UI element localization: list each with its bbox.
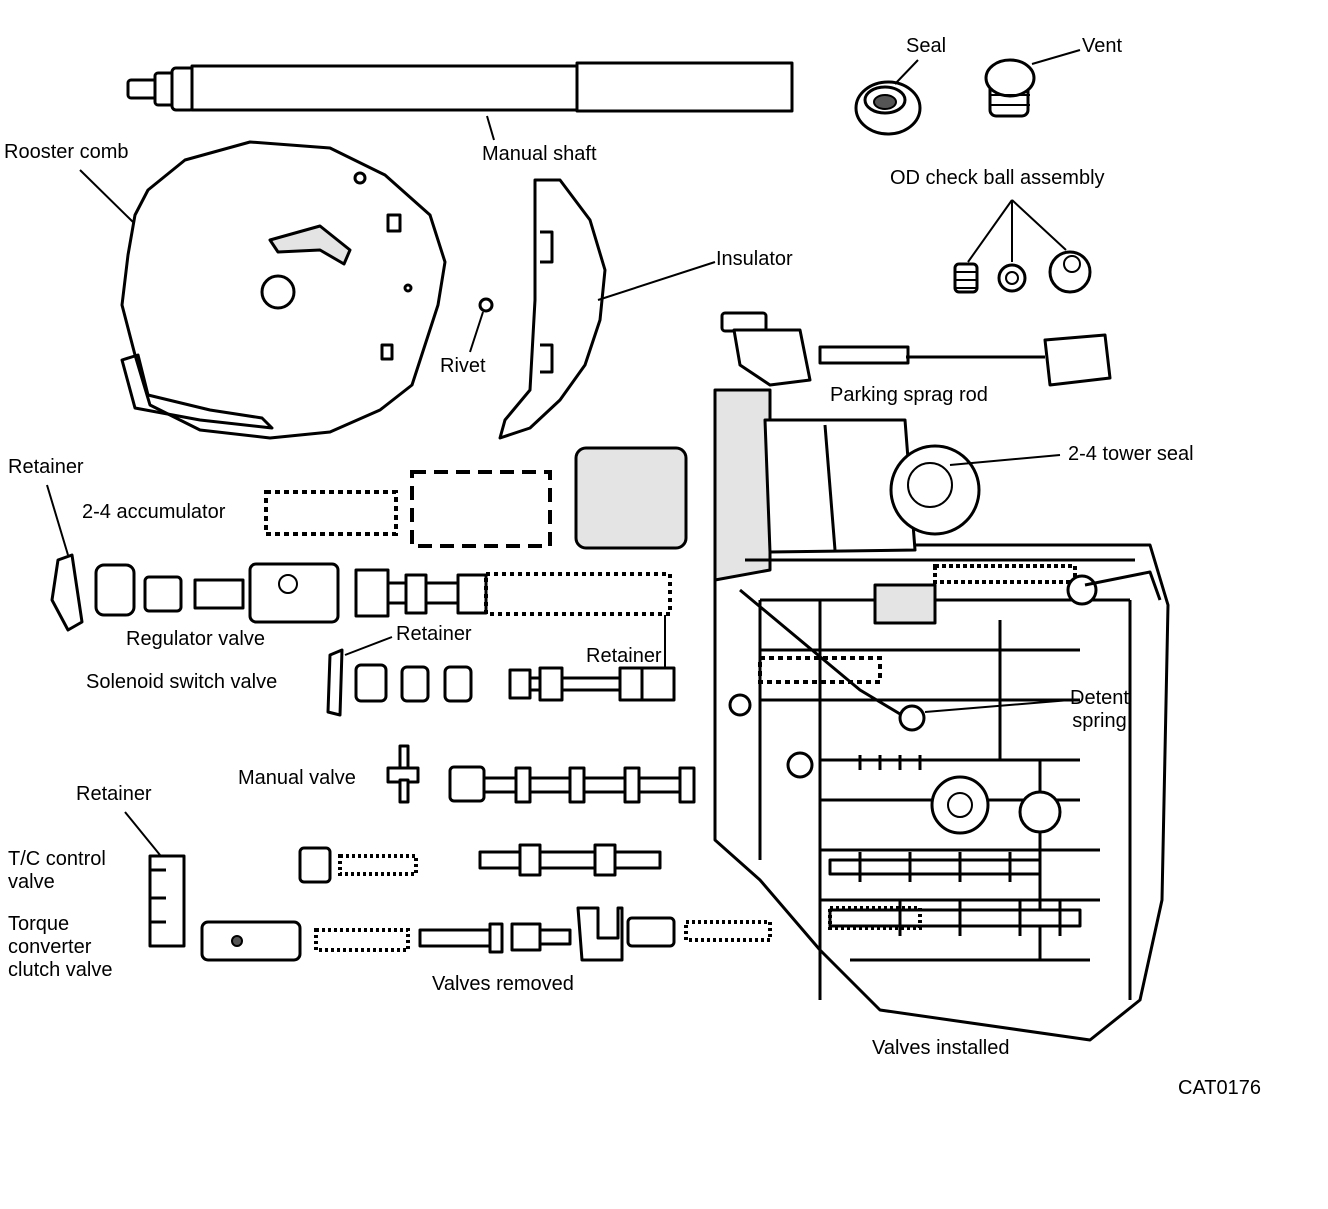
od-check-ball-leaders [967, 199, 1067, 263]
regulator-valve-part [50, 553, 672, 632]
parking-sprag-rod-part [720, 311, 1112, 387]
manual-valve-part [386, 744, 696, 804]
regulator-valve-label: Regulator valve [126, 628, 265, 650]
insulator-label: Insulator [716, 248, 793, 270]
detent-spring-leader [924, 699, 1071, 713]
tc-control-valve-label: T/C control valve [8, 848, 106, 893]
two-four-accumulator-label: 2-4 accumulator [82, 501, 226, 523]
rooster-comb-part [120, 140, 447, 440]
vent-leader [1031, 49, 1081, 65]
vent-label: Vent [1082, 35, 1123, 57]
od-check-ball-assembly-part [953, 250, 1092, 294]
tower-seal-leader [949, 454, 1061, 466]
solenoid-switch-valve-part [326, 648, 676, 717]
solenoid-switch-valve-label: Solenoid switch valve [86, 671, 278, 693]
retainer-mid-label: Retainer [396, 623, 472, 645]
rivet-part [478, 297, 494, 313]
manual-shaft-label: Manual shaft [482, 143, 597, 165]
two-four-accumulator-part [264, 446, 688, 550]
torque-converter-clutch-valve-part [200, 906, 772, 962]
figure-id-label: CAT0176 [1178, 1077, 1262, 1099]
tc-control-valve-part [148, 843, 662, 948]
valve-body-installed-part [713, 388, 1170, 1042]
retainer-top-label: Retainer [8, 456, 84, 478]
seal-leader [894, 59, 919, 85]
valves-removed-label: Valves removed [432, 973, 574, 995]
retainer-mid-leader [344, 636, 393, 656]
insulator-leader [597, 261, 716, 301]
od-check-ball-assembly-label: OD check ball assembly [890, 167, 1105, 189]
two-four-tower-seal-label: 2-4 tower seal [1068, 443, 1194, 465]
rooster-comb-leader [79, 169, 134, 223]
detent-spring-label: Detent spring [1070, 687, 1129, 732]
torque-converter-clutch-valve-label: Torque converter clutch valve [8, 913, 113, 981]
retainer-top-leader [46, 484, 69, 556]
valves-installed-label: Valves installed [872, 1037, 1010, 1059]
rivet-label: Rivet [440, 355, 486, 377]
rooster-comb-label: Rooster comb [4, 141, 129, 163]
manual-shaft-part [126, 61, 794, 113]
parking-sprag-rod-label: Parking sprag rod [830, 384, 988, 406]
manual-valve-label: Manual valve [238, 767, 356, 789]
insulator-part [498, 178, 607, 440]
manual-shaft-leader [486, 115, 495, 141]
retainer-bottom-leader [124, 811, 161, 856]
seal-label: Seal [906, 35, 947, 57]
seal-part [854, 80, 922, 136]
retainer-right-label: Retainer [586, 645, 662, 667]
rivet-leader [469, 311, 484, 353]
vent-part [984, 58, 1036, 118]
retainer-bottom-label: Retainer [76, 783, 152, 805]
